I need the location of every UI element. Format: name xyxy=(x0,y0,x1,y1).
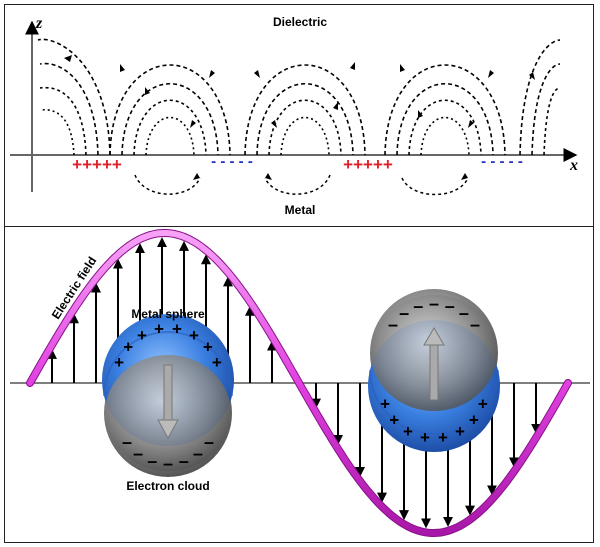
plus-charge: + xyxy=(403,422,413,441)
localized-plasmon-panel: ++++++++ ––––––– ++++++++ ––––––– Electr… xyxy=(10,233,590,533)
plus-charge: + xyxy=(455,422,465,441)
z-axis-label: z xyxy=(35,15,43,32)
metal-sphere-left: ++++++++ ––––––– xyxy=(102,314,234,477)
plus-charge: + xyxy=(469,410,479,429)
minus-charge: – xyxy=(399,303,409,323)
plus-charge: + xyxy=(389,410,399,429)
dielectric-field-lines xyxy=(38,39,560,155)
metal-sphere-label: Metal sphere xyxy=(131,307,205,321)
minus-charge: – xyxy=(429,293,439,313)
minus-charge: – xyxy=(470,315,480,335)
plus-charge: + xyxy=(420,428,430,447)
x-axis-label: x xyxy=(569,157,578,174)
minus-charge: – xyxy=(204,432,214,452)
surface-charge-plus-2: +++++ xyxy=(343,155,393,174)
surface-charge-minus-1: - - - - - xyxy=(211,153,253,170)
surface-charge-minus-2: - - - - - xyxy=(481,153,523,170)
minus-charge: – xyxy=(122,432,132,452)
plus-charge: + xyxy=(123,338,133,357)
plus-charge: + xyxy=(438,428,448,447)
minus-charge: – xyxy=(133,443,143,463)
metal-field-arrows xyxy=(193,173,468,180)
electron-cloud-label: Electron cloud xyxy=(126,479,209,493)
plus-charge: + xyxy=(478,395,488,414)
minus-charge: – xyxy=(388,315,398,335)
minus-charge: – xyxy=(413,296,423,316)
plus-charge: + xyxy=(137,326,147,345)
plus-charge: + xyxy=(189,326,199,345)
minus-charge: – xyxy=(163,453,173,473)
minus-charge: – xyxy=(147,451,157,471)
metal-label: Metal xyxy=(285,203,316,217)
plus-charge: + xyxy=(154,320,164,339)
plus-charge: + xyxy=(212,353,222,372)
plus-charge: + xyxy=(380,395,390,414)
metal-sphere-right: ++++++++ ––––––– xyxy=(368,289,500,452)
minus-charge: – xyxy=(445,296,455,316)
minus-charge: – xyxy=(179,451,189,471)
metal-field-lines xyxy=(135,175,468,195)
dielectric-label: Dielectric xyxy=(273,15,327,29)
surface-plasmon-panel: z x Dielectric Metal xyxy=(10,15,578,217)
minus-charge: – xyxy=(459,303,469,323)
plus-charge: + xyxy=(172,320,182,339)
surface-charge-plus-1: +++++ xyxy=(72,155,122,174)
minus-charge: – xyxy=(193,443,203,463)
